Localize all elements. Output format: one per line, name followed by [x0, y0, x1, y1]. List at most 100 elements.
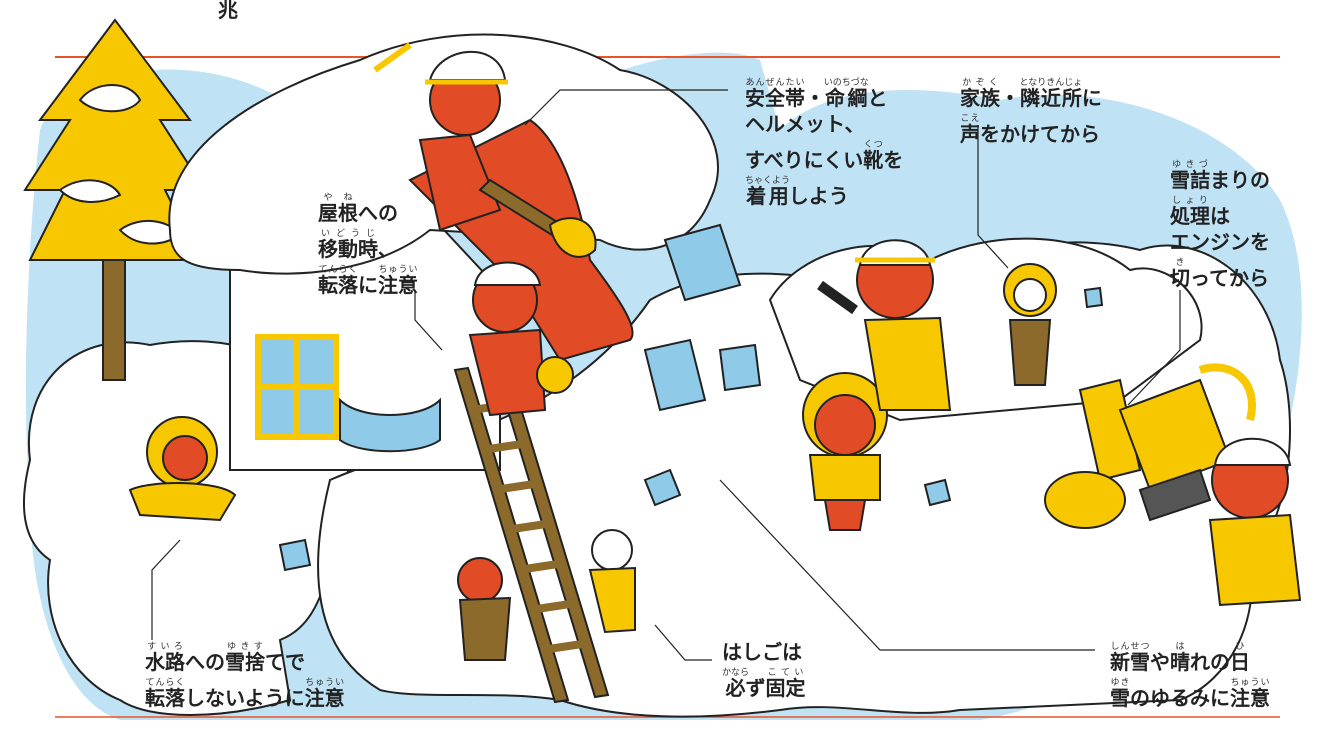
- furigana: かなら: [722, 668, 750, 678]
- furigana: は: [1170, 642, 1190, 652]
- callout-call-family: 家族かぞく・隣近所となりきんじょに声こえをかけてから: [960, 78, 1102, 150]
- furigana: しょり: [1170, 196, 1210, 206]
- callout-line: 移動時いどうじ、: [318, 229, 418, 259]
- furigana: ちゅうい: [1230, 678, 1270, 688]
- furigana: かぞく: [960, 78, 1000, 88]
- kanji-text: 固定: [765, 676, 806, 700]
- house-window: [255, 334, 339, 440]
- worker-on-roof: [373, 42, 597, 258]
- kanji-text: 隣近所: [1019, 86, 1083, 110]
- worker-looking-up: [802, 372, 888, 531]
- furigana: いどうじ: [318, 229, 378, 239]
- ruby-word: 注意ちゅうい: [304, 678, 345, 710]
- ruby-word: 日ひ: [1230, 642, 1250, 674]
- callout-text: をかけてから: [980, 122, 1100, 146]
- callout-line: 切きってから: [1170, 258, 1270, 288]
- neighbor: [1003, 263, 1057, 386]
- callout-line: 家族かぞく・隣近所となりきんじょに: [960, 78, 1102, 108]
- callout-text: に: [358, 273, 378, 297]
- ruby-word: 新雪しんせつ: [1110, 642, 1150, 674]
- furigana: ちゅうい: [304, 678, 345, 688]
- callout-text: ず: [745, 676, 766, 700]
- worker-pointing: [817, 239, 952, 411]
- callout-line: 声こえをかけてから: [960, 114, 1102, 144]
- furigana: あんぜんたい: [745, 78, 805, 88]
- furigana: き: [1170, 258, 1190, 268]
- callout-safety-gear: 安全帯あんぜんたい・命綱いのちづなとヘルメット、すべりにくい靴くつを着用ちゃくよ…: [745, 78, 903, 212]
- kanji-text: 注意: [378, 273, 418, 297]
- kanji-text: 必: [722, 676, 749, 700]
- ruby-word: 雪捨ゆきす: [225, 642, 265, 674]
- kanji-text: 日: [1230, 650, 1250, 674]
- furigana: ゆき: [1110, 678, 1130, 688]
- kanji-text: 靴: [863, 148, 884, 172]
- kanji-text: 転落: [145, 686, 185, 710]
- ruby-word: 必かなら: [722, 668, 749, 700]
- kanji-text: 転落: [318, 273, 358, 297]
- callout-line: 処理しょりは: [1170, 196, 1270, 226]
- ruby-word: 水路すいろ: [145, 642, 185, 674]
- ruby-word: 移動時いどうじ: [318, 229, 378, 261]
- callout-line: すべりにくい靴くつを: [745, 140, 903, 170]
- ruby-word: 屋根やね: [318, 193, 358, 225]
- kanji-text: 雪詰: [1170, 168, 1210, 192]
- ruby-word: 処理しょり: [1170, 196, 1210, 228]
- kanji-text: 声: [960, 122, 980, 146]
- furigana: ちゃくよう: [745, 176, 791, 186]
- callout-line: 安全帯あんぜんたい・命綱いのちづなと: [745, 78, 903, 108]
- ruby-word: 声こえ: [960, 114, 980, 146]
- furigana: てんらく: [318, 265, 358, 275]
- callout-text: への: [185, 650, 225, 674]
- kanji-text: 注意: [304, 686, 345, 710]
- kanji-text: 雪: [1110, 686, 1130, 710]
- callout-text: ・: [805, 86, 825, 110]
- callout-line: はしごは: [722, 642, 806, 662]
- furigana: ちゅうい: [378, 265, 418, 275]
- ruby-word: 切き: [1170, 258, 1190, 290]
- kanji-text: 命綱: [823, 86, 869, 110]
- ruby-word: 家族かぞく: [960, 78, 1000, 110]
- kanji-text: 着用: [745, 184, 791, 208]
- furigana: こてい: [765, 668, 806, 678]
- ruby-word: 転落てんらく: [318, 265, 358, 297]
- ruby-word: 雪ゆき: [1110, 678, 1130, 710]
- callout-text: ・: [1000, 86, 1020, 110]
- kanji-text: 水路: [145, 650, 185, 674]
- furigana: やね: [318, 193, 358, 203]
- callout-text: は: [1210, 204, 1230, 228]
- ruby-word: 着用ちゃくよう: [745, 176, 791, 208]
- callout-text: ってから: [1190, 266, 1269, 290]
- callout-text: れの: [1190, 650, 1230, 674]
- callout-leaders: [151, 89, 1181, 661]
- ruby-word: 晴は: [1170, 642, 1190, 674]
- callout-text: てで: [265, 650, 305, 674]
- kanji-text: 雪捨: [225, 650, 265, 674]
- callout-line: 転落てんらくに注意ちゅうい: [318, 265, 418, 295]
- callout-text: 、: [378, 237, 398, 261]
- callout-line: エンジンを: [1170, 232, 1270, 252]
- workers-at-ladder-base: [457, 529, 636, 661]
- ruby-word: 固定こてい: [765, 668, 806, 700]
- callout-text: や: [1150, 650, 1170, 674]
- kanji-text: 切: [1170, 266, 1190, 290]
- callout-line: 水路すいろへの雪捨ゆきすてで: [145, 642, 345, 672]
- callout-fresh-snow: 新雪しんせつや晴はれの日ひ雪ゆきのゆるみに注意ちゅうい: [1110, 642, 1270, 714]
- kanji-text: 処理: [1170, 204, 1210, 228]
- child-in-snow: [128, 416, 237, 522]
- callout-line: 新雪しんせつや晴はれの日ひ: [1110, 642, 1270, 672]
- kanji-text: 屋根: [318, 201, 358, 225]
- ruby-word: 注意ちゅうい: [378, 265, 418, 297]
- furigana: ひ: [1230, 642, 1250, 652]
- kanji-text: 安全帯: [745, 86, 805, 110]
- callout-text: エンジンを: [1170, 230, 1270, 254]
- callout-line: 転落てんらくしないように注意ちゅうい: [145, 678, 345, 708]
- callout-text: への: [358, 201, 398, 225]
- callout-text: すべりにくい: [745, 148, 864, 172]
- pine-tree: [23, 18, 207, 381]
- worker-on-ladder: [468, 261, 574, 417]
- callout-line: 着用ちゃくようしよう: [745, 176, 903, 206]
- kanji-text: 移動時: [318, 237, 378, 261]
- callout-roof-move: 屋根やねへの移動時いどうじ、転落てんらくに注意ちゅうい: [318, 193, 418, 301]
- furigana: ゆきす: [225, 642, 265, 652]
